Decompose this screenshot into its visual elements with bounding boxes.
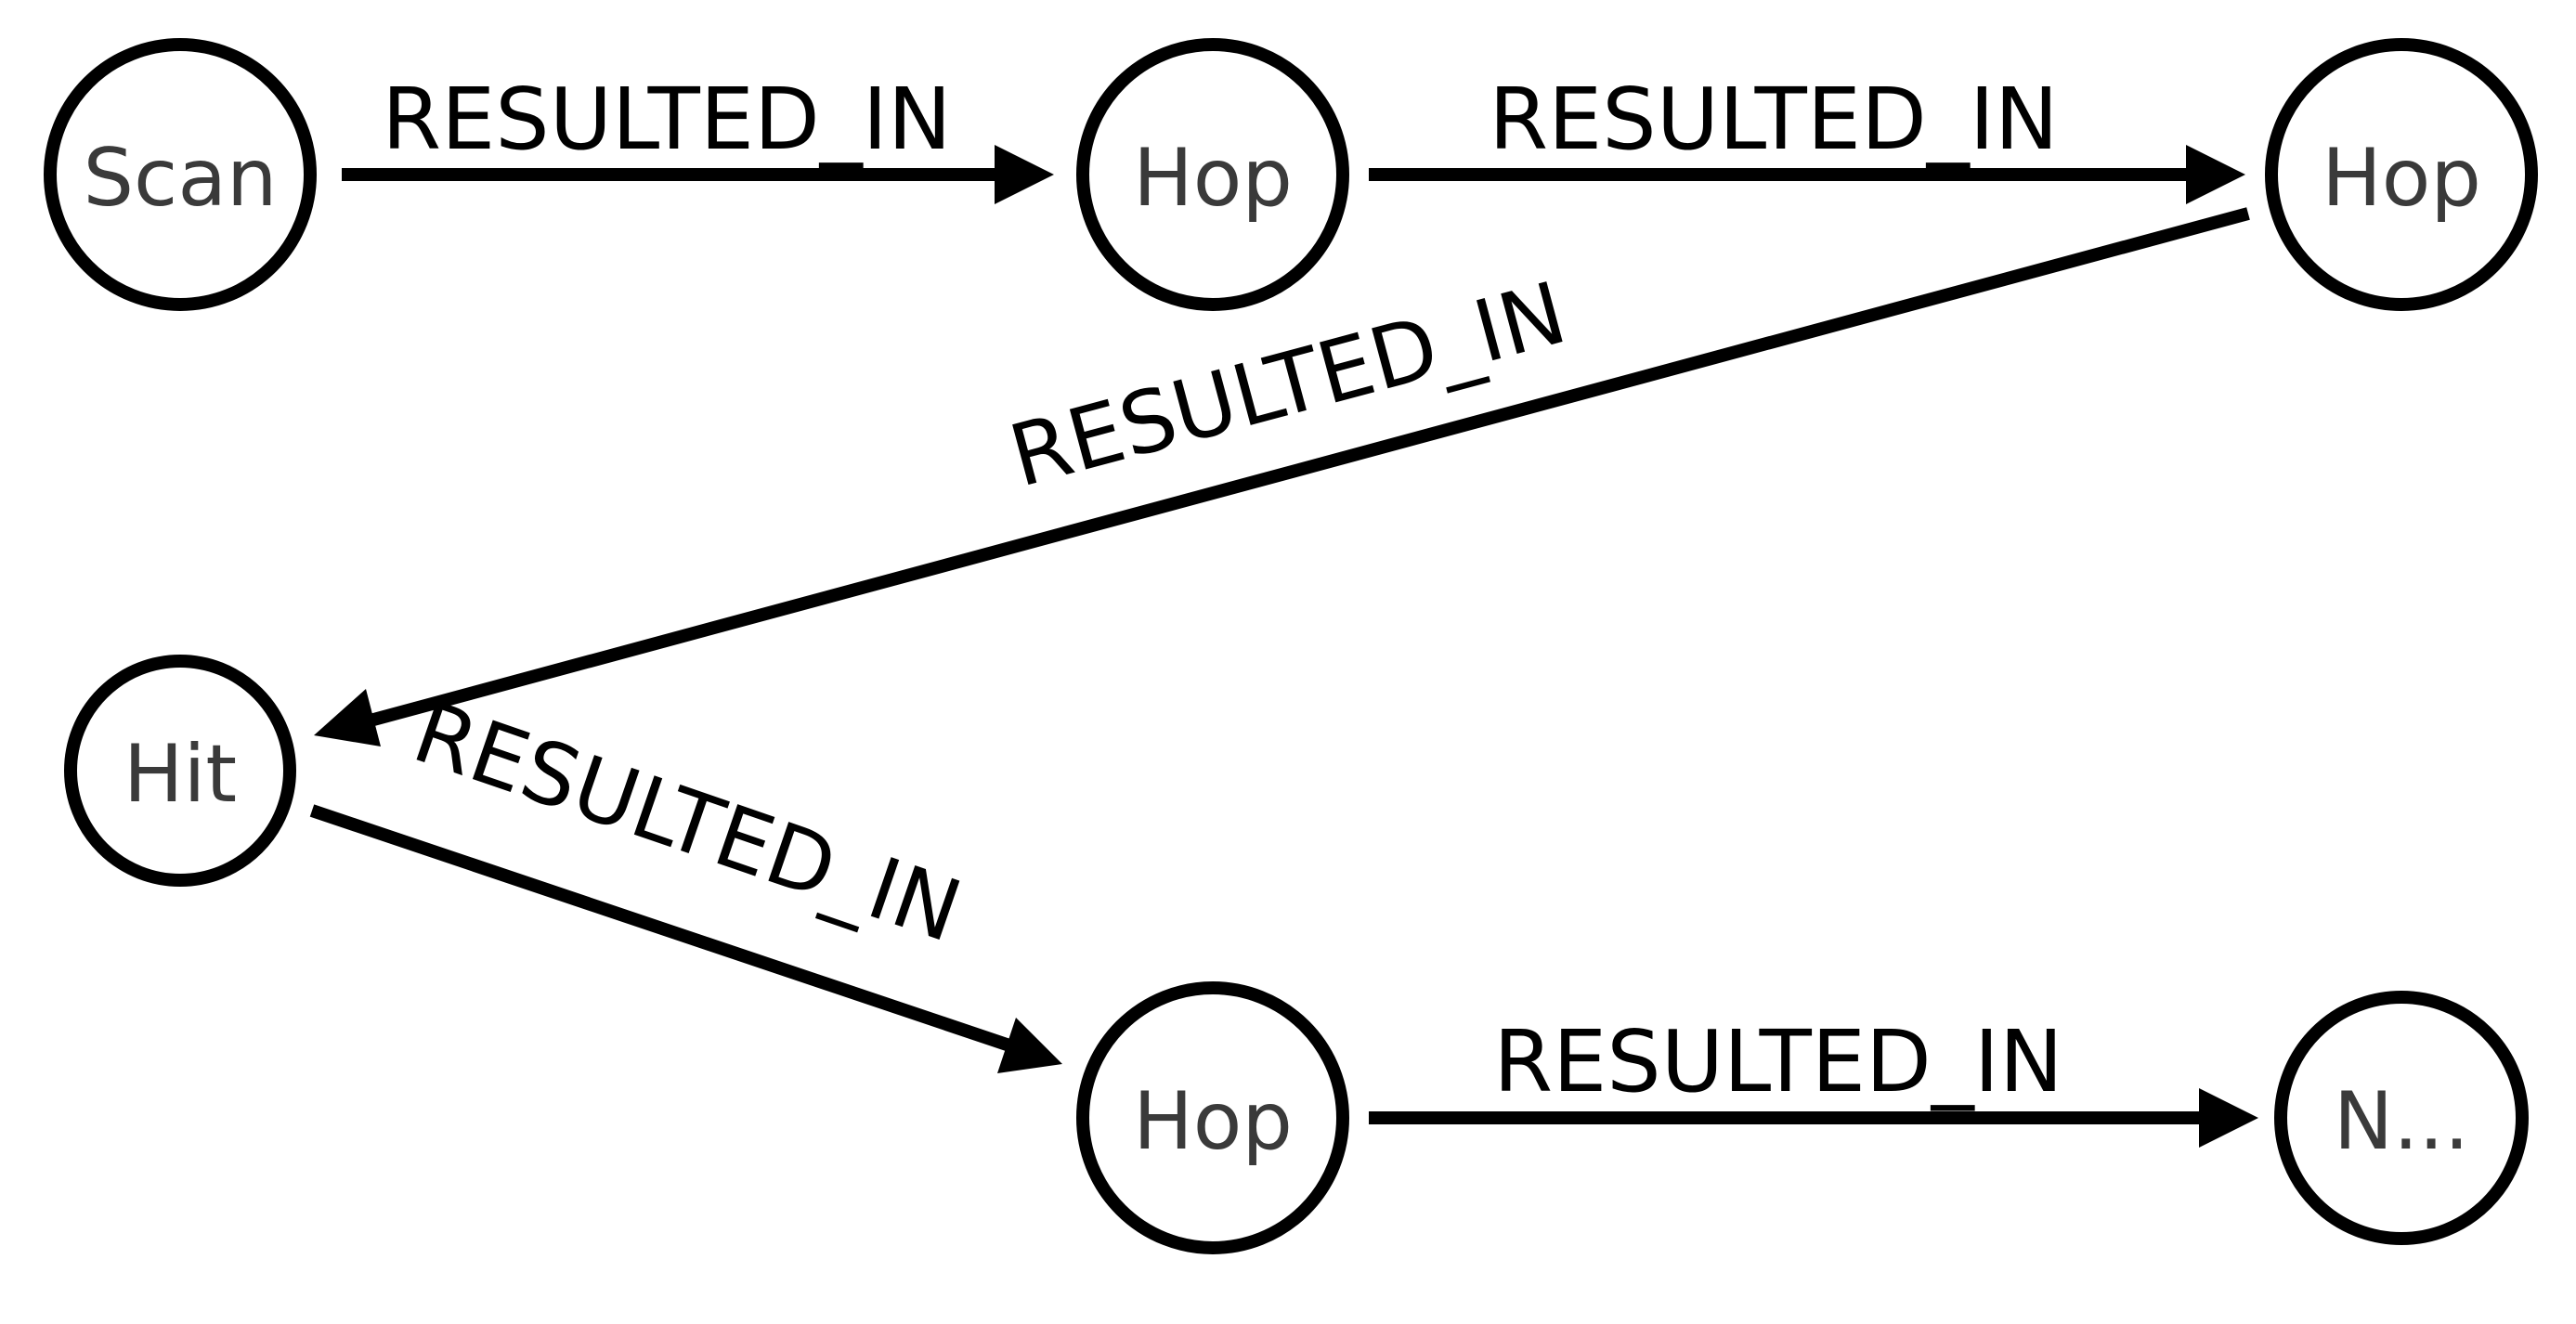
node-circle (2265, 38, 2538, 311)
edge-scan-to-hop: RESULTED_IN (342, 70, 1054, 204)
arrowhead (997, 1018, 1062, 1073)
node-hit: Hit (64, 655, 296, 887)
edge-hop-to-hop: RESULTED_IN (1369, 70, 2245, 204)
arrowhead (2199, 1088, 2258, 1148)
node-circle (44, 38, 317, 311)
edge-line (365, 207, 2250, 728)
node-label: Scan (83, 132, 277, 225)
edge-hit-to-hop: RESULTED_IN (309, 682, 1062, 1073)
edge-hop-to-next: RESULTED_IN (1369, 1012, 2258, 1148)
node-label: Hop (1133, 1075, 1293, 1168)
node-label: Hit (124, 728, 237, 821)
node-hop-3: Hop (1076, 981, 1349, 1254)
node-label: Hop (2322, 132, 2481, 225)
edge-label: RESULTED_IN (1489, 70, 2059, 169)
node-scan: Scan (44, 38, 317, 311)
node-circle (1076, 981, 1349, 1254)
edge-line (309, 804, 1018, 1054)
node-label: Hop (1133, 132, 1293, 225)
node-hop-2: Hop (2265, 38, 2538, 311)
edge-label: RESULTED_IN (402, 682, 973, 962)
node-next: N... (2274, 991, 2529, 1245)
edge-label: RESULTED_IN (382, 70, 952, 169)
node-label: N... (2334, 1075, 2469, 1168)
edge-hop-to-hit: RESULTED_IN (314, 207, 2250, 746)
node-circle (64, 655, 296, 887)
arrowhead (314, 689, 381, 746)
arrowhead (2186, 145, 2245, 204)
edge-label: RESULTED_IN (1493, 1012, 2063, 1111)
node-circle (2274, 991, 2529, 1245)
node-circle (1076, 38, 1349, 311)
arrowhead (995, 145, 1054, 204)
node-hop-1: Hop (1076, 38, 1349, 311)
